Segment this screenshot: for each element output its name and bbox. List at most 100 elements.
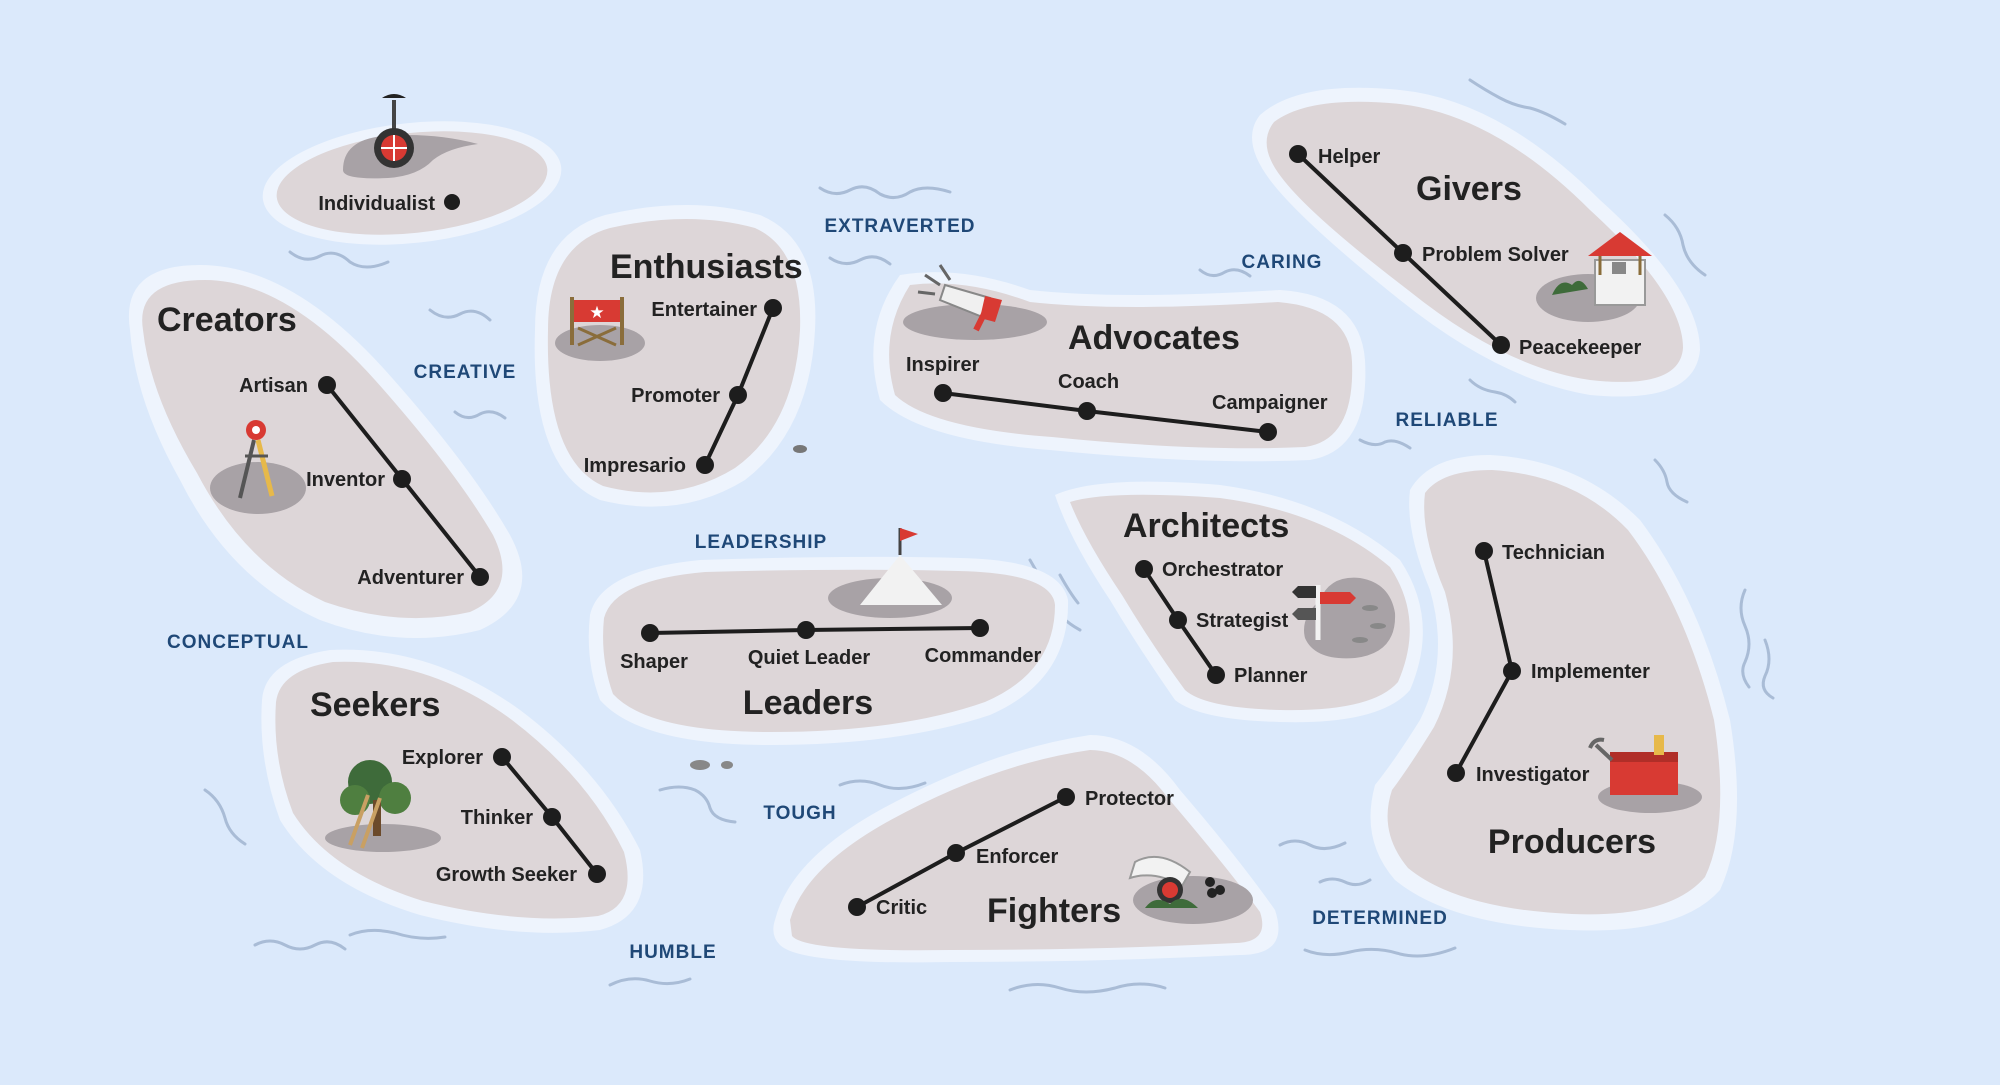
connector-line	[703, 393, 740, 467]
role-node	[696, 456, 714, 474]
role-campaigner: Campaigner	[1212, 392, 1328, 414]
role-node	[1394, 244, 1412, 262]
role-node	[729, 386, 747, 404]
role-node	[1259, 423, 1277, 441]
role-protector: Protector	[1085, 788, 1174, 810]
trait-caring: CARING	[1242, 252, 1323, 273]
role-impresario: Impresario	[584, 455, 686, 477]
role-critic: Critic	[876, 897, 927, 919]
role-helper: Helper	[1318, 146, 1380, 168]
trait-conceptual: CONCEPTUAL	[167, 632, 309, 653]
role-node	[947, 844, 965, 862]
island-advocates: Advocates Inspirer Coach Campaigner	[873, 264, 1366, 462]
island-producers: Technician Implementer Investigator Prod…	[1370, 455, 1738, 931]
connector-line	[941, 391, 1089, 413]
role-individualist: Individualist	[318, 193, 435, 215]
group-name-architects: Architects	[1123, 507, 1289, 545]
role-node	[797, 621, 815, 639]
toolbox-icon	[1588, 735, 1702, 813]
role-planner: Planner	[1234, 665, 1308, 687]
island-givers: Givers Helper Problem Solver Peacekeeper	[1252, 87, 1700, 397]
role-node	[1135, 560, 1153, 578]
group-name-fighters: Fighters	[987, 892, 1121, 930]
tree-ladder-icon	[325, 760, 441, 852]
connector-line	[855, 851, 958, 909]
role-artisan: Artisan	[239, 375, 308, 397]
role-shaper: Shaper	[620, 651, 688, 673]
svg-text:★: ★	[589, 303, 604, 323]
cannon-icon	[1128, 855, 1253, 924]
role-node	[444, 194, 460, 210]
role-node	[1207, 666, 1225, 684]
director-chair-icon: ★	[555, 297, 645, 361]
role-node	[1447, 764, 1465, 782]
role-inspirer: Inspirer	[906, 354, 980, 376]
role-quiet-leader: Quiet Leader	[748, 647, 870, 669]
trait-humble: HUMBLE	[629, 942, 716, 963]
connector-line	[736, 306, 775, 397]
role-peacekeeper: Peacekeeper	[1519, 337, 1642, 359]
role-node	[1169, 611, 1187, 629]
island-creators: Creators Artisan Inventor Adventurer	[128, 265, 523, 638]
role-technician: Technician	[1502, 542, 1605, 564]
connector-line	[1454, 669, 1514, 775]
pebble	[690, 760, 710, 770]
connector-line	[1085, 409, 1270, 434]
trait-extraverted: EXTRAVERTED	[824, 216, 975, 237]
connector-line	[804, 626, 982, 632]
role-node	[588, 865, 606, 883]
connector-line	[400, 477, 482, 579]
role-node	[318, 376, 336, 394]
island-enthusiasts: Enthusiasts ★ Entertainer Promoter Impre…	[534, 205, 816, 507]
role-node	[764, 299, 782, 317]
role-node	[1503, 662, 1521, 680]
role-investigator: Investigator	[1476, 764, 1590, 786]
mountain-flag-icon	[828, 528, 952, 618]
signpost-icon	[1292, 577, 1396, 659]
role-problem-solver: Problem Solver	[1422, 244, 1569, 266]
role-node	[934, 384, 952, 402]
connector-line	[648, 628, 808, 635]
unicycle-icon	[343, 94, 478, 179]
connector-line	[550, 815, 599, 876]
island-seekers: Seekers Explorer Thinker Growth Seeker	[261, 649, 644, 933]
compass-icon	[210, 420, 306, 514]
group-name-producers: Producers	[1488, 823, 1656, 861]
group-name-enthusiasts: Enthusiasts	[610, 248, 803, 286]
role-thinker: Thinker	[461, 807, 533, 829]
role-node	[393, 470, 411, 488]
role-node	[1057, 788, 1075, 806]
connector-line	[954, 795, 1068, 855]
megaphone-icon	[903, 264, 1047, 340]
role-node	[641, 624, 659, 642]
role-node	[493, 748, 511, 766]
role-promoter: Promoter	[631, 385, 720, 407]
connector-line	[1176, 618, 1218, 677]
role-explorer: Explorer	[402, 747, 483, 769]
role-node	[1289, 145, 1307, 163]
connector-line	[500, 755, 554, 819]
role-implementer: Implementer	[1531, 661, 1650, 683]
group-name-leaders: Leaders	[743, 684, 873, 722]
role-entertainer: Entertainer	[651, 299, 757, 321]
role-node	[471, 568, 489, 586]
trait-reliable: RELIABLE	[1396, 410, 1499, 431]
role-inventor: Inventor	[306, 469, 385, 491]
island-individualist: Individualist	[262, 94, 562, 245]
role-adventurer: Adventurer	[357, 567, 464, 589]
island-architects: Architects Orchestrator Strategist Plann…	[1055, 481, 1423, 723]
role-growth-seeker: Growth Seeker	[436, 864, 577, 886]
group-name-givers: Givers	[1416, 170, 1522, 208]
connector-line	[1401, 251, 1503, 347]
role-enforcer: Enforcer	[976, 846, 1058, 868]
connector-line	[1296, 152, 1405, 255]
island-leaders: Shaper Quiet Leader Commander Leaders	[588, 528, 1069, 770]
connector-line	[325, 383, 404, 481]
role-node	[1475, 542, 1493, 560]
role-orchestrator: Orchestrator	[1162, 559, 1283, 581]
role-node	[543, 808, 561, 826]
group-name-creators: Creators	[157, 301, 297, 339]
role-node	[848, 898, 866, 916]
role-commander: Commander	[925, 645, 1042, 667]
